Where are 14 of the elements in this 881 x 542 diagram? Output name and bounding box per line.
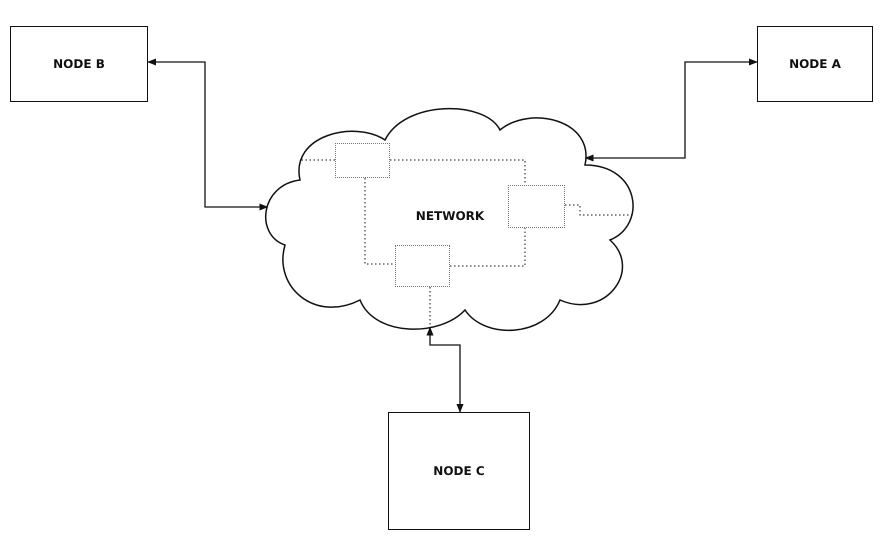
node-box: NODE B	[10, 26, 148, 102]
dotted-line	[564, 204, 632, 216]
dotted-line	[390, 160, 526, 186]
dotted-line	[450, 228, 526, 266]
dotted-box	[395, 245, 450, 287]
node-box: NODE A	[757, 26, 873, 102]
dotted-line	[364, 178, 396, 264]
arrow	[147, 58, 268, 211]
arrow	[584, 58, 758, 162]
dotted-box	[335, 143, 390, 178]
cloud-label: NETWORK	[416, 209, 484, 223]
dotted-box	[508, 185, 565, 228]
arrow	[426, 326, 464, 413]
node-box: NODE C	[388, 412, 530, 530]
